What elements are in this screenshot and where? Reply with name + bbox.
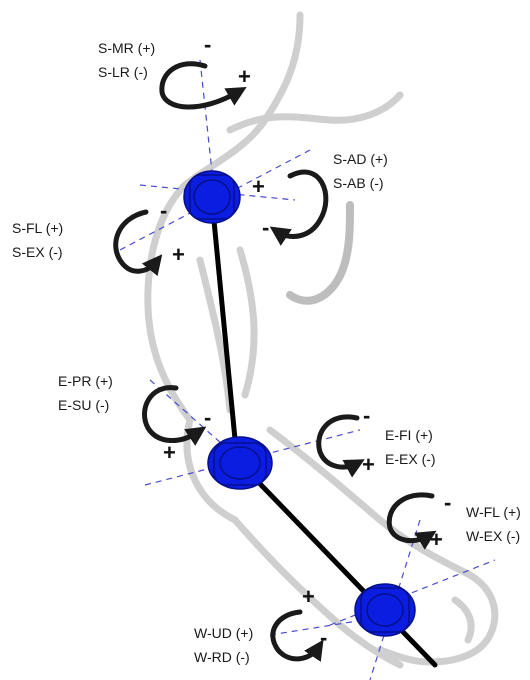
sign-plus: + [163,440,176,465]
sign-plus: + [238,64,251,89]
label-shoulder-abduction-line2: S-AB (-) [333,175,384,191]
label-shoulder-flexion-line2: S-EX (-) [12,244,63,260]
sign-minus: - [160,198,167,223]
torso-edge [286,201,354,305]
label-shoulder-abduction-line1: S-AD (+) [333,151,388,167]
wrist-joint [354,583,416,637]
upper-arm-back-outline [144,11,304,424]
elbow-flexion-arrow [316,414,365,478]
sign-minus: - [262,215,269,240]
forearm-top-outline [266,426,474,579]
thumb-outline [451,596,475,644]
bicep-outline [236,246,258,399]
shoulder-abduction-arrow [269,169,329,246]
sign-minus: - [363,403,370,428]
label-elbow-flexion-line2: E-EX (-) [385,451,436,467]
hand-outline [376,571,499,666]
sign-plus: + [362,452,375,477]
shoulder-joint [183,170,241,224]
shoulder-flexion-arrow [113,209,163,277]
label-elbow-flexion-line1: E-FI (+) [385,427,433,443]
inner-arm-outline [196,256,234,414]
elbow-pronation-arrow [142,385,207,446]
sign-plus: + [172,242,185,267]
elbow-joint [207,436,273,490]
sign-minus: - [444,490,451,515]
wrist-deviation-axis [369,519,421,680]
arm-silhouette [144,11,499,669]
label-shoulder-flexion-line1: S-FL (+) [12,220,63,236]
label-wrist-deviation-line2: W-RD (-) [194,649,250,665]
wrist-flexion-axis [329,559,496,626]
sign-minus: - [204,32,211,57]
forearm-link [234,457,438,668]
label-elbow-pronation-line1: E-PR (+) [58,373,113,389]
shoulder-vertical-axis [199,59,216,201]
label-shoulder-rotation-line2: S-LR (-) [98,64,148,80]
joint-labels: S-MR (+) S-LR (-) S-AD (+) S-AB (-) S-FL… [12,40,521,665]
label-wrist-flexion-line1: W-FL (+) [466,504,521,520]
label-elbow-pronation-line2: E-SU (-) [58,397,109,413]
sign-plus: + [302,584,315,609]
sign-plus: + [252,174,265,199]
rotation-arrows [113,61,437,662]
label-shoulder-rotation-line1: S-MR (+) [98,40,155,56]
direction-signs: - + + - - + - + - + - + + - [160,32,451,650]
shoulder-rotation-arrow [159,61,247,110]
upper-arm-link [209,197,240,463]
label-wrist-flexion-line2: W-EX (-) [466,528,520,544]
sign-minus: - [320,625,327,650]
wrist-deviation-arrow [270,609,324,662]
sign-minus: - [204,405,211,430]
label-wrist-deviation-line1: W-UD (+) [194,625,253,641]
wrist-flexion-arrow [386,492,437,550]
upper-arm-front-outline [226,91,404,134]
shoulder-diagonal-axis [119,149,311,251]
joint-markers [183,170,416,637]
sign-plus: + [430,527,443,552]
